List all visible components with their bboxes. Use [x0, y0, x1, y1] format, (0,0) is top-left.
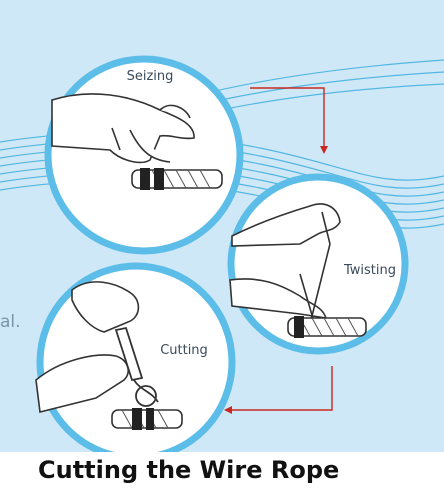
wire-rope-seizing [131, 168, 223, 190]
flow-arrow-seizing-to-twisting [250, 87, 328, 154]
twisting-hands-illustration [229, 203, 341, 319]
wire-rope-cutting [111, 408, 183, 430]
step-seizing: Seizing [44, 55, 244, 255]
figure-caption: Cutting the Wire Rope [38, 456, 340, 484]
cutting-hands-illustration [35, 281, 140, 413]
seizing-hands-illustration [51, 93, 195, 164]
process-diagram: Seizing Twisting [0, 55, 444, 452]
step-label-cutting: Cutting [160, 343, 208, 358]
twisting-tool [299, 243, 331, 325]
step-label-twisting: Twisting [343, 263, 396, 278]
cropped-text-fragment: al. [0, 312, 21, 332]
illustration-panel: Seizing Twisting [0, 0, 444, 452]
wire-rope-twisting [287, 316, 367, 338]
step-cutting: Cutting [35, 262, 236, 452]
cutting-tool [114, 326, 159, 407]
flow-arrow-twisting-to-cutting [224, 366, 333, 414]
step-twisting: Twisting [227, 173, 409, 355]
step-label-seizing: Seizing [127, 69, 174, 84]
